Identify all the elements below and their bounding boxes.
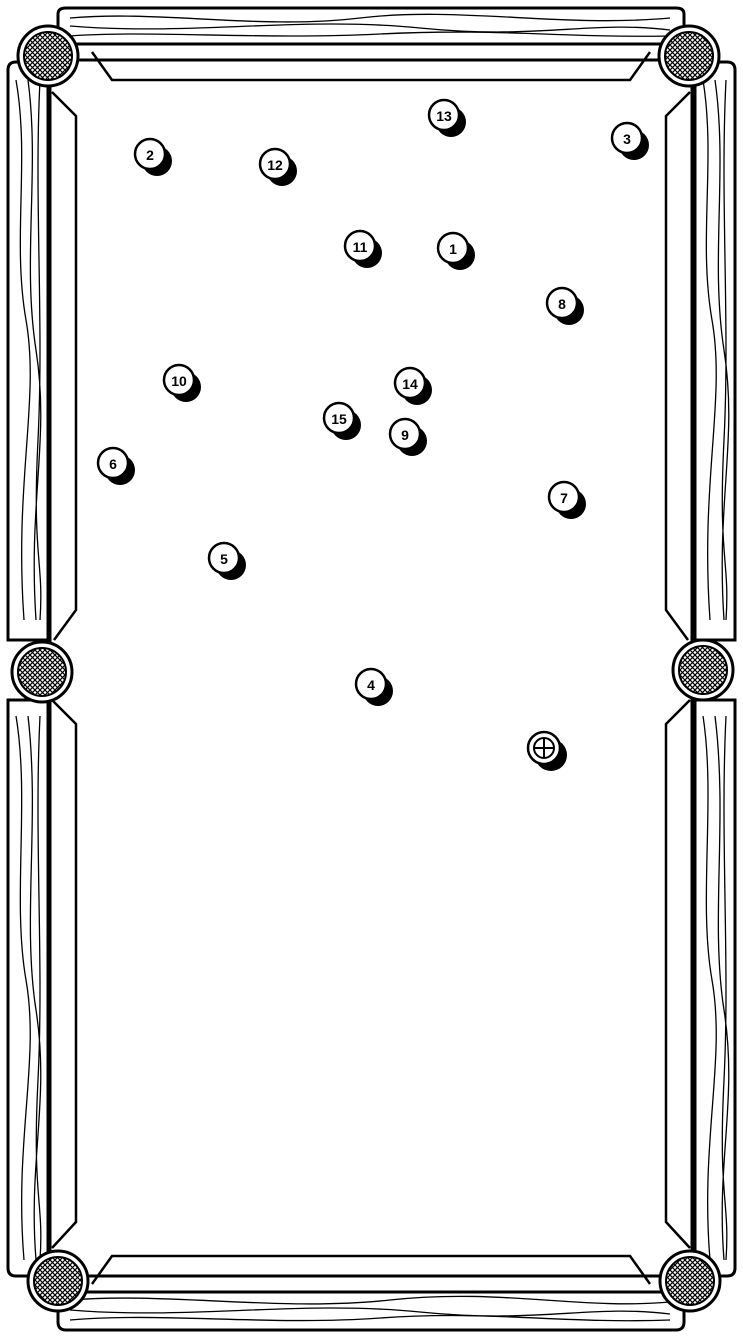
ball-label: 8	[558, 296, 566, 312]
pocket-top-right	[659, 26, 719, 86]
ball-label: 15	[331, 411, 347, 427]
rail-left-upper	[8, 62, 48, 640]
ball-label: 14	[402, 376, 418, 392]
ball-label: 10	[171, 373, 187, 389]
rail-left-lower	[8, 700, 48, 1276]
ball-label: 12	[267, 157, 283, 173]
ball-label: 13	[436, 108, 452, 124]
ball-label: 3	[623, 131, 631, 147]
pocket-middle-right	[673, 640, 733, 700]
ball-label: 11	[353, 239, 368, 255]
rail-bottom	[58, 1292, 684, 1330]
crosshair-icon	[534, 738, 554, 758]
ball-label: 4	[367, 677, 375, 693]
ball-label: 6	[109, 456, 117, 472]
pocket-bottom-left	[28, 1251, 88, 1311]
ball-label: 5	[220, 551, 228, 567]
rail-right-upper	[695, 62, 735, 640]
ball-label: 9	[401, 427, 409, 443]
pocket-bottom-right	[660, 1251, 720, 1311]
pocket-top-left	[18, 26, 78, 86]
ball-label: 1	[449, 241, 457, 257]
pocket-middle-left	[12, 642, 72, 702]
ball-label: 2	[146, 147, 154, 163]
ball-label: 7	[560, 490, 568, 506]
rail-right-lower	[695, 700, 735, 1276]
rail-top	[58, 8, 684, 44]
